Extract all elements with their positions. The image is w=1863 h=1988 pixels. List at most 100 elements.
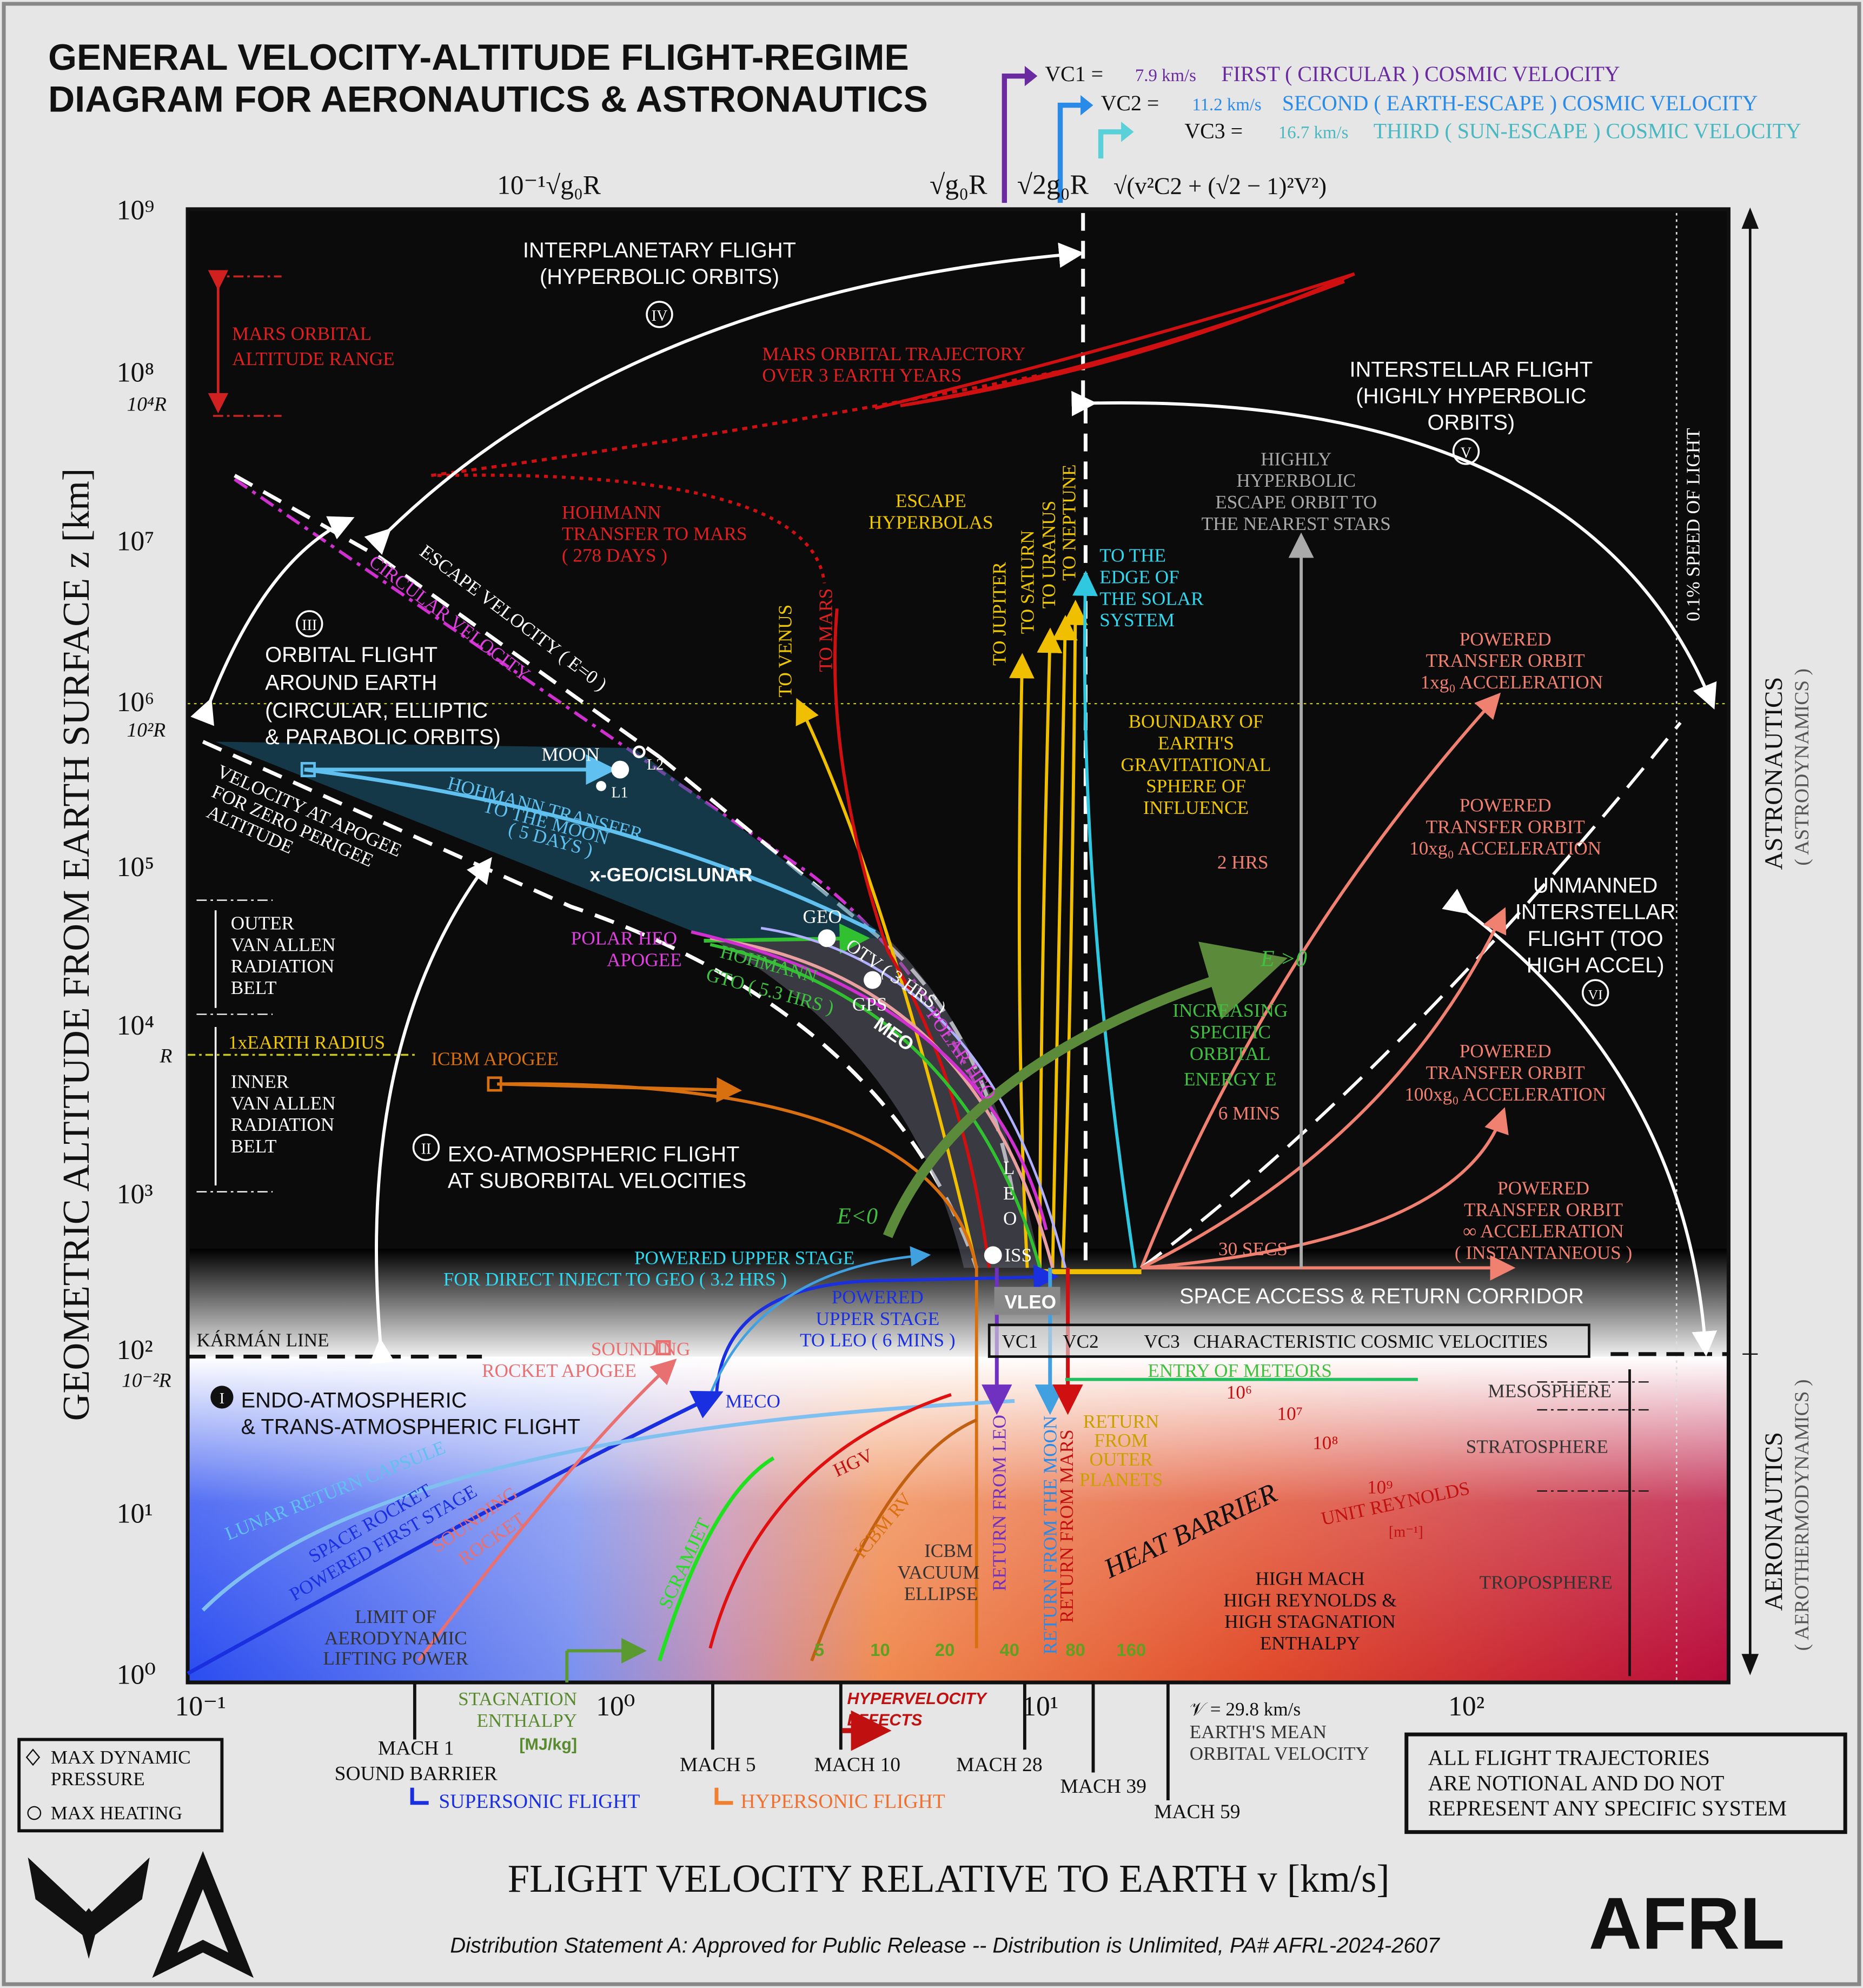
vc3-name: THIRD ( SUN-ESCAPE ) COSMIC VELOCITY	[1374, 119, 1801, 143]
air-force-logo-icon	[28, 1857, 150, 1959]
x-tick: 10²	[1448, 1691, 1484, 1722]
char-vc1: VC1	[1002, 1331, 1038, 1352]
y-tick: 10²	[117, 1335, 153, 1366]
return-outer-label: FROM	[1094, 1430, 1148, 1451]
upper-leo-label: TO LEO ( 6 MINS )	[800, 1330, 955, 1351]
return-outer-label: PLANETS	[1079, 1469, 1163, 1490]
nearest-stars-label: ESCAPE ORBIT TO	[1215, 492, 1377, 513]
time-2hrs-label: 2 HRS	[1217, 852, 1269, 873]
geo-label: GEO	[803, 906, 841, 927]
circle-icon	[27, 1806, 42, 1820]
regime-iii-label: (CIRCULAR, ELLIPTIC	[265, 699, 488, 723]
to-uranus-label: TO URANUS	[1038, 501, 1059, 609]
time-30secs-label: 30 SECS	[1218, 1238, 1288, 1260]
hypervelocity-label: EFFECTS	[847, 1711, 923, 1729]
regime-v-label: (HIGHLY HYPERBOLIC	[1356, 385, 1586, 408]
energy-label: SPECIFIC	[1190, 1022, 1271, 1043]
enthalpy-value: 160	[1116, 1640, 1146, 1660]
mars-trajectory-label: MARS ORBITAL TRAJECTORY	[762, 343, 1025, 365]
stratosphere-label: STRATOSPHERE	[1466, 1436, 1608, 1457]
high-mach-label: ENTHALPY	[1260, 1633, 1361, 1654]
outer-van-allen-label: BELT	[231, 977, 277, 998]
edge-solar-label: TO THE	[1099, 545, 1166, 566]
high-mach-label: HIGH MACH	[1255, 1568, 1364, 1589]
powered-1g-label: POWERED	[1460, 628, 1552, 650]
vc2-formula: √2g₀R	[1017, 170, 1089, 201]
y-tick: 10⁸	[117, 357, 155, 388]
mars-range-label: ALTITUDE RANGE	[232, 348, 394, 369]
y-axis: 10⁹ 10⁸ 10⁷ 10⁶ 10⁵ 10⁴ 10³ 10² 10¹ 10⁰ …	[55, 195, 172, 1691]
karman-line-label: KÁRMÁN LINE	[196, 1330, 329, 1351]
regime-i-numeral: I	[220, 1390, 224, 1407]
hypersonic-arrow-icon	[714, 1787, 733, 1805]
reynolds-label: 10⁶	[1226, 1382, 1252, 1403]
mach28-label: MACH 28	[956, 1754, 1042, 1776]
y-tick: 10¹	[117, 1499, 153, 1529]
vc3-symbol: VC3 =	[1184, 119, 1243, 143]
powered-inf-label: ∞ ACCELERATION	[1463, 1221, 1624, 1242]
polar-heo-apogee-label: POLAR HEO	[571, 928, 677, 949]
earth-orbital-label: ORBITAL VELOCITY	[1190, 1743, 1369, 1764]
regime-i-label: & TRANS-ATMOSPHERIC FLIGHT	[241, 1415, 581, 1439]
upper-leo-label: POWERED	[832, 1287, 924, 1308]
regime-v-label: ORBITS)	[1428, 411, 1515, 435]
y-radius-tick: 10⁻²R	[122, 1370, 171, 1392]
disclaimer-box: ALL FLIGHT TRAJECTORIES ARE NOTIONAL AND…	[1404, 1732, 1847, 1834]
powered-100g-label: 100xg₀ ACCELERATION	[1404, 1084, 1606, 1105]
y-tick: 10⁶	[117, 687, 155, 718]
vc2-arrow-icon	[1057, 102, 1086, 203]
mach10-label: MACH 10	[814, 1754, 900, 1776]
mach-markers: STAGNATION ENTHALPY [MJ/kg] MACH 1 SOUND…	[335, 1638, 1369, 1823]
legend-max-heating: MAX HEATING	[51, 1803, 182, 1824]
soi-label: SPHERE OF	[1146, 776, 1246, 797]
icbm-apogee-label: ICBM APOGEE	[431, 1048, 558, 1069]
leo-label: O	[1003, 1208, 1017, 1229]
mesosphere-label: MESOSPHERE	[1488, 1381, 1612, 1402]
reynolds-label: 10⁹	[1367, 1477, 1393, 1498]
corridor-label: SPACE ACCESS & RETURN CORRIDOR	[1179, 1284, 1584, 1308]
l2-label: L2	[647, 757, 664, 773]
hohmann-mars-label: HOHMANN	[562, 502, 661, 523]
char-title: CHARACTERISTIC COSMIC VELOCITIES	[1194, 1331, 1548, 1352]
regime-vi-label: HIGH ACCEL)	[1527, 953, 1665, 977]
escape-hyperbolas-label: ESCAPE	[896, 491, 966, 512]
powered-10g-label: POWERED	[1460, 794, 1552, 816]
aerothermodynamics-label: ( AEROTHERMODYNAMICS )	[1791, 1380, 1813, 1651]
regime-iv-label: (HYPERBOLIC ORBITS)	[540, 265, 779, 289]
to-neptune-label: TO NEPTUNE	[1059, 465, 1080, 581]
regime-ii-label: AT SUBORBITAL VELOCITIES	[448, 1169, 746, 1193]
y-axis-title: GEOMETRIC ALTITUDE FROM EARTH SURFACE z …	[55, 468, 97, 1421]
lift-limit-label: AERODYNAMIC	[324, 1628, 467, 1649]
edge-solar-label: EDGE OF	[1099, 566, 1179, 587]
y-radius-tick: R	[159, 1045, 172, 1068]
time-6mins-label: 6 MINS	[1218, 1103, 1280, 1124]
y-radius-tick: 10⁴R	[127, 394, 167, 416]
to-venus-label: TO VENUS	[774, 605, 795, 698]
y-radius-tick: 10²R	[127, 719, 166, 741]
inner-van-allen-label: BELT	[231, 1136, 277, 1157]
powered-inf-label: TRANSFER ORBIT	[1464, 1199, 1623, 1220]
nearest-stars-label: HYPERBOLIC	[1236, 470, 1356, 491]
inner-van-allen-label: RADIATION	[231, 1114, 334, 1135]
stagnation-label: ENTHALPY	[476, 1710, 577, 1731]
x-tick: 10⁻¹	[175, 1691, 226, 1722]
hypersonic-label: HYPERSONIC FLIGHT	[741, 1791, 945, 1813]
y-tick: 10⁹	[117, 195, 155, 226]
title-line-2: DIAGRAM FOR AERONAUTICS & ASTRONAUTICS	[48, 78, 928, 120]
to-jupiter-label: TO JUPITER	[989, 562, 1010, 666]
icbm-vacuum-label: ICBM	[924, 1540, 973, 1561]
leo-label: E	[1003, 1183, 1015, 1204]
powered-100g-label: POWERED	[1460, 1041, 1552, 1062]
enthalpy-value: 10	[870, 1640, 890, 1660]
astronautics-label: ASTRONAUTICS	[1760, 677, 1788, 870]
supersonic-arrow-icon	[410, 1787, 429, 1805]
diamond-icon	[25, 1748, 41, 1766]
speed-of-light-label: 0.1% SPEED OF LIGHT	[1682, 428, 1703, 621]
supersonic-label: SUPERSONIC FLIGHT	[439, 1791, 640, 1813]
regime-vi-label: INTERSTELLAR	[1515, 900, 1676, 924]
moon-label: MOON	[541, 744, 599, 765]
vc2-value: 11.2 km/s	[1192, 95, 1261, 115]
hypervelocity-label: HYPERVELOCITY	[847, 1689, 988, 1708]
x-tick: 10⁰	[596, 1691, 635, 1722]
